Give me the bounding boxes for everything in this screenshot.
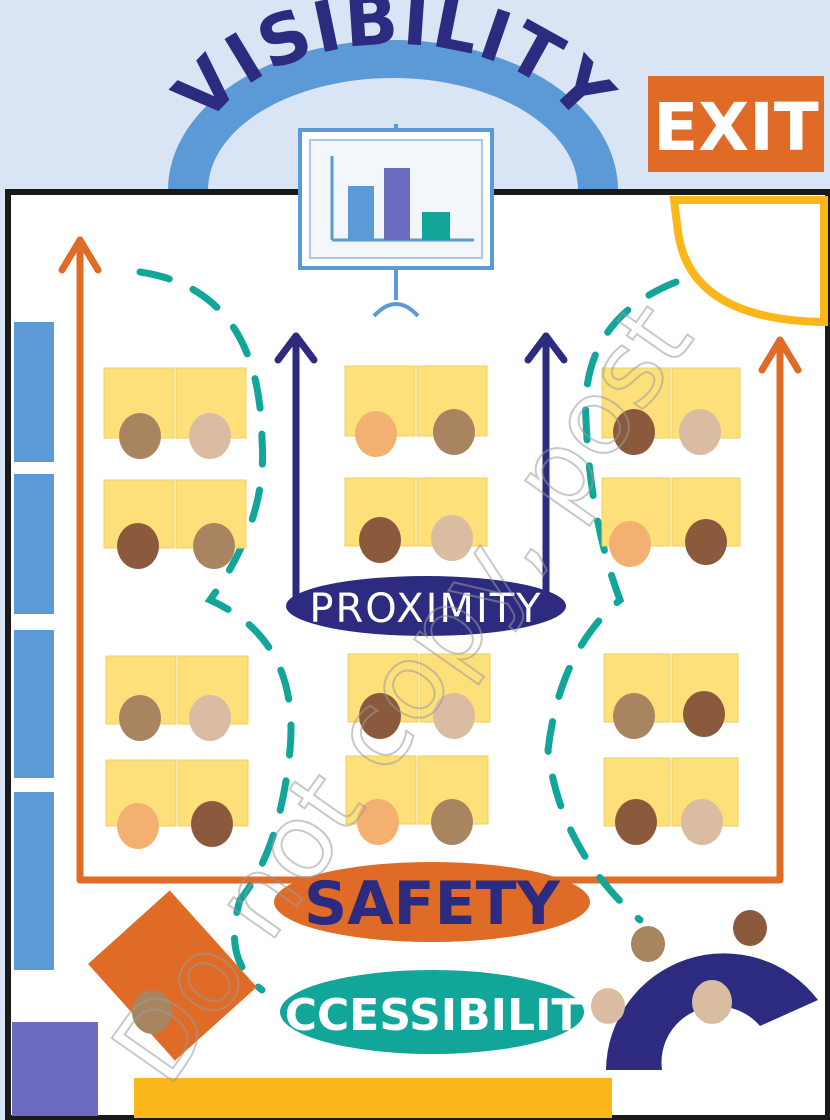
desk-groups [103,365,741,849]
person-icon [631,926,665,962]
projector-screen-icon [298,124,494,318]
person-icon [692,980,732,1024]
safety-pill [274,862,590,942]
desk-group [603,653,739,845]
safety-label: SAFETY [304,869,562,939]
proximity-arrows [274,332,568,604]
window [14,322,54,462]
desk-group [105,655,249,849]
movement-dashed-lines [136,268,680,994]
window [14,630,54,778]
desk-group [344,365,488,563]
window [14,474,54,614]
person-icon [733,910,767,946]
proximity-pill [286,576,566,636]
accessibility-pill [280,970,584,1054]
desk-group [345,653,491,845]
proximity-label: PROXIMITY [309,586,542,632]
visibility-arc [168,40,618,190]
storage-block [12,1022,98,1116]
window [14,792,54,970]
exit-label: EXIT [653,89,819,166]
desk-group [601,367,741,567]
accessibility-label: ACCESSIBILITY [251,990,615,1041]
counter-bar [134,1078,612,1118]
desk-group [103,367,247,569]
exit-sign [648,76,824,172]
group-table [591,910,818,1070]
person-icon [132,990,172,1034]
windows [14,322,54,970]
side-table [88,890,257,1061]
door-swing-icon [669,196,828,327]
bar-chart-icon [330,156,474,242]
person-icon [591,988,625,1024]
